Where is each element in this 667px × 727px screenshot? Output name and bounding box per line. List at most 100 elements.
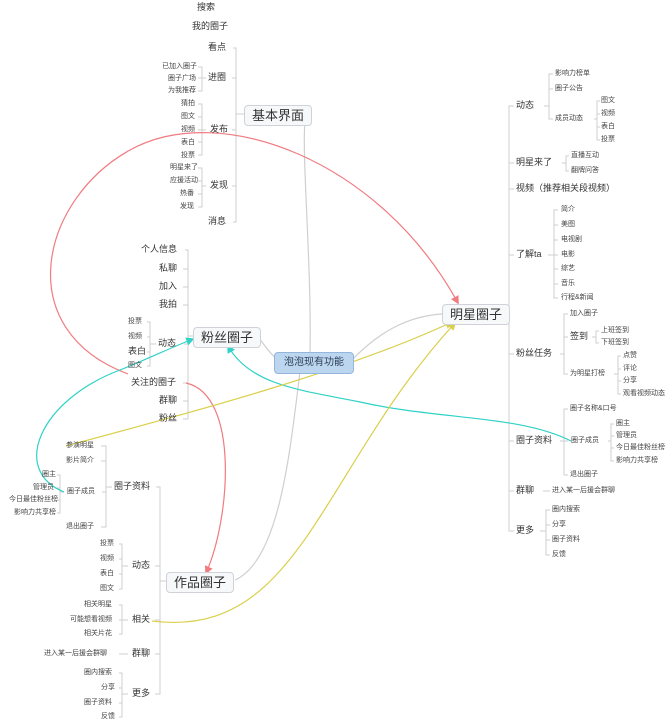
basic-my-circle[interactable]: 我的圈子 (192, 21, 229, 31)
works-member-item[interactable]: 圈主 (42, 471, 56, 478)
fans-dynamic-item[interactable]: 视频 (128, 333, 142, 340)
star-group[interactable]: 群聊 (516, 485, 535, 495)
basic-discover-item[interactable]: 发现 (180, 203, 194, 210)
star-influence[interactable]: 影响力榜单 (555, 70, 590, 77)
star-dynamic[interactable]: 动态 (516, 100, 535, 110)
star-rank-item[interactable]: 观看视频动态 (623, 390, 665, 397)
works-member-item[interactable]: 影响力共享榜 (14, 509, 56, 516)
basic-discover-item[interactable]: 应援活动 (170, 177, 198, 184)
works-more-item[interactable]: 圈内搜索 (84, 669, 112, 676)
basic-publish-item[interactable]: 视频 (181, 126, 195, 133)
basic-publish-item[interactable]: 投票 (181, 152, 195, 159)
fans-fans[interactable]: 粉丝 (159, 413, 178, 423)
fans-dynamic[interactable]: 动态 (158, 338, 177, 348)
fans-dynamic-item[interactable]: 表白 (128, 346, 147, 356)
star-member-dynamic[interactable]: 成员动态 (555, 115, 583, 122)
works-more-item[interactable]: 反馈 (101, 713, 115, 720)
root-topic[interactable]: 泡泡现有功能 (274, 352, 354, 374)
star-more-item[interactable]: 圈子资料 (552, 536, 580, 543)
basic-search[interactable]: 搜索 (197, 2, 216, 12)
works-more-item[interactable]: 分享 (101, 684, 115, 691)
works-dynamic[interactable]: 动态 (132, 560, 151, 570)
star-know-item[interactable]: 电视剧 (561, 236, 582, 243)
star-know-item[interactable]: 简介 (561, 206, 575, 213)
topic-basic[interactable]: 基本界面 (244, 105, 313, 126)
works-related-item[interactable]: 相关片花 (84, 630, 112, 637)
star-star-come-item[interactable]: 直播互动 (571, 152, 599, 159)
works-quit[interactable]: 退出圈子 (66, 523, 94, 530)
star-know-item[interactable]: 电影 (561, 251, 575, 258)
fans-item[interactable]: 个人信息 (141, 244, 178, 254)
basic-publish[interactable]: 发布 (210, 124, 229, 134)
star-rank-item[interactable]: 分享 (623, 377, 637, 384)
fans-item[interactable]: 我拍 (159, 299, 178, 309)
basic-publish-item[interactable]: 猜拍 (181, 100, 195, 107)
star-sign[interactable]: 签到 (570, 331, 589, 341)
works-member-item[interactable]: 今日最佳粉丝榜 (9, 496, 58, 503)
star-join[interactable]: 加入圈子 (570, 310, 598, 317)
fans-item[interactable]: 私聊 (159, 263, 178, 273)
works-circle-info[interactable]: 圈子资料 (114, 481, 151, 491)
basic-enter-item[interactable]: 已加入圈子 (162, 63, 197, 70)
basic-message[interactable]: 消息 (208, 216, 227, 226)
star-know-item[interactable]: 美图 (561, 221, 575, 228)
works-more-item[interactable]: 圈子资料 (84, 699, 112, 706)
star-star-come[interactable]: 明星来了 (516, 157, 553, 167)
topic-fans[interactable]: 粉丝圈子 (193, 327, 262, 348)
star-member-item[interactable]: 今日最佳粉丝榜 (616, 444, 665, 451)
topic-works[interactable]: 作品圈子 (166, 572, 235, 593)
fans-item[interactable]: 加入 (159, 281, 178, 291)
works-related-item[interactable]: 可能想看视频 (70, 616, 112, 623)
star-member-item[interactable]: 影响力共享榜 (616, 457, 658, 464)
star-quit[interactable]: 退出圈子 (570, 471, 598, 478)
basic-enter-item[interactable]: 圈子广场 (168, 75, 196, 82)
works-dynamic-item[interactable]: 视频 (100, 555, 114, 562)
basic-discover-item[interactable]: 明星来了 (170, 164, 198, 171)
star-know-item[interactable]: 音乐 (561, 280, 575, 287)
basic-publish-item[interactable]: 图文 (181, 113, 195, 120)
star-more-item[interactable]: 圈内搜索 (552, 506, 580, 513)
star-task[interactable]: 粉丝任务 (516, 348, 553, 358)
star-member-dynamic-item[interactable]: 视频 (601, 110, 615, 117)
works-dynamic-item[interactable]: 图文 (100, 585, 114, 592)
star-group-item[interactable]: 进入某一后援会群聊 (552, 487, 615, 494)
works-dynamic-item[interactable]: 表白 (100, 570, 114, 577)
works-related-item[interactable]: 相关明星 (84, 601, 112, 608)
star-rank-item[interactable]: 点赞 (623, 352, 637, 359)
works-group-item[interactable]: 进入某一后援会群聊 (44, 650, 107, 657)
star-know[interactable]: 了解ta (516, 249, 542, 259)
star-member-dynamic-item[interactable]: 投票 (601, 136, 615, 143)
star-sign-item[interactable]: 下班签到 (601, 339, 629, 346)
star-video[interactable]: 视频（推荐相关段视频） (516, 183, 616, 193)
works-intro[interactable]: 影片简介 (66, 457, 94, 464)
fans-dynamic-item[interactable]: 投票 (128, 318, 142, 325)
basic-discover-item[interactable]: 热番 (180, 190, 194, 197)
basic-discover[interactable]: 发现 (210, 180, 229, 190)
star-member-dynamic-item[interactable]: 图文 (601, 97, 615, 104)
star-member-item[interactable]: 圈主 (616, 420, 630, 427)
basic-enter-item[interactable]: 为我推荐 (168, 87, 196, 94)
fans-followed[interactable]: 关注的圈子 (131, 377, 177, 387)
works-related[interactable]: 相关 (132, 614, 151, 624)
fans-group[interactable]: 群聊 (159, 395, 178, 405)
works-more[interactable]: 更多 (132, 688, 151, 698)
star-member-dynamic-item[interactable]: 表白 (601, 123, 615, 130)
star-star-come-item[interactable]: 翻牌问答 (571, 167, 599, 174)
star-know-item[interactable]: 行程&新闻 (561, 294, 594, 301)
works-dynamic-item[interactable]: 投票 (100, 540, 114, 547)
star-know-item[interactable]: 综艺 (561, 265, 575, 272)
works-group[interactable]: 群聊 (132, 648, 151, 658)
star-rank[interactable]: 为明星打榜 (570, 370, 605, 377)
star-more-item[interactable]: 分享 (552, 521, 566, 528)
works-star[interactable]: 参演明星 (66, 442, 94, 449)
star-more-item[interactable]: 反馈 (552, 551, 566, 558)
star-name-id[interactable]: 圈子名称&口号 (570, 405, 617, 412)
star-member-item[interactable]: 管理员 (616, 432, 637, 439)
basic-publish-item[interactable]: 表白 (181, 139, 195, 146)
star-sign-item[interactable]: 上班签到 (601, 327, 629, 334)
fans-dynamic-item[interactable]: 图文 (128, 362, 142, 369)
topic-star[interactable]: 明星圈子 (442, 304, 511, 325)
basic-look[interactable]: 看点 (208, 42, 227, 52)
works-members[interactable]: 圈子成员 (67, 488, 95, 495)
basic-enter[interactable]: 进圈 (208, 72, 227, 82)
